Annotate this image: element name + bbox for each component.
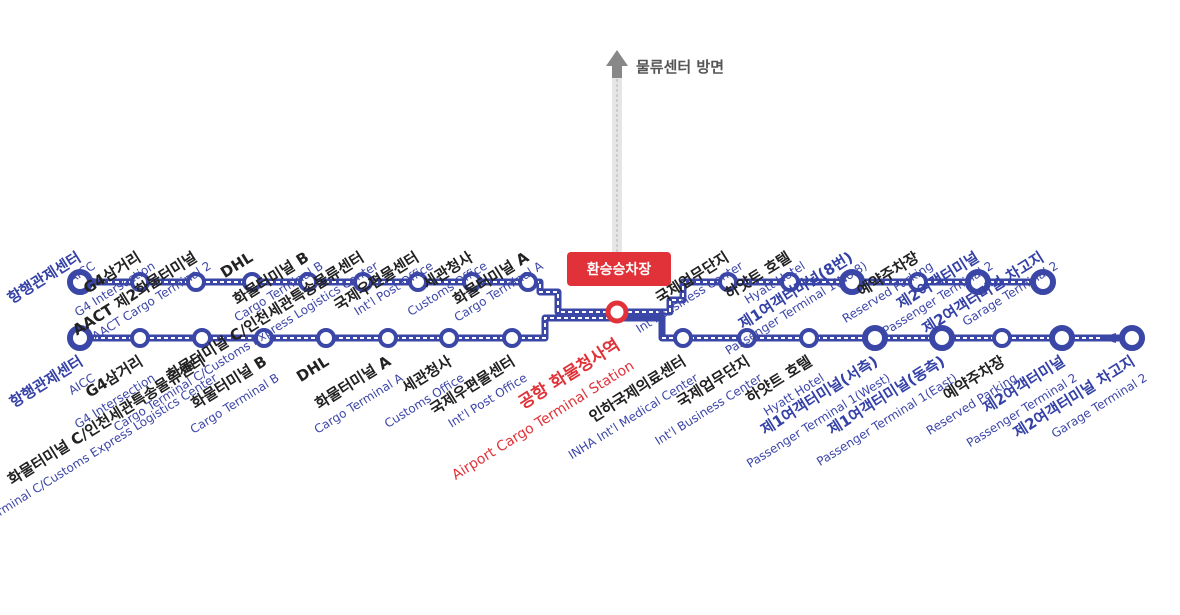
top-stop-marker[interactable] xyxy=(965,269,991,295)
arrow-up-icon xyxy=(606,50,628,78)
bottom-stop-15[interactable] xyxy=(1049,325,1075,351)
top-stop-marker[interactable] xyxy=(518,272,538,292)
bottom-stop-marker[interactable] xyxy=(67,325,93,351)
top-stop-11[interactable] xyxy=(839,269,865,295)
bottom-stop-marker[interactable] xyxy=(1049,325,1075,351)
bottom-stop-11[interactable] xyxy=(799,328,819,348)
bottom-stop-marker[interactable] xyxy=(605,300,629,324)
top-stop-9[interactable] xyxy=(718,272,738,292)
top-stop-marker[interactable] xyxy=(1030,269,1056,295)
bottom-stop-marker[interactable] xyxy=(799,328,819,348)
bottom-stop-0[interactable] xyxy=(67,325,93,351)
top-stop-0[interactable] xyxy=(67,269,93,295)
bottom-stop-10[interactable] xyxy=(737,328,757,348)
bottom-stop-marker[interactable] xyxy=(929,325,955,351)
top-route-line-east xyxy=(621,278,1045,316)
top-stop-3[interactable] xyxy=(242,272,262,292)
bottom-stop-marker[interactable] xyxy=(1119,325,1145,351)
bottom-stop-13[interactable] xyxy=(929,325,955,351)
bottom-stop-marker[interactable] xyxy=(378,328,398,348)
top-stop-2[interactable] xyxy=(186,272,206,292)
bottom-stop-5[interactable] xyxy=(378,328,398,348)
bottom-stop-marker[interactable] xyxy=(254,328,274,348)
top-stop-13[interactable] xyxy=(965,269,991,295)
top-stop-marker[interactable] xyxy=(186,272,206,292)
bottom-stop-4[interactable] xyxy=(316,328,336,348)
bottom-stop-marker[interactable] xyxy=(673,328,693,348)
top-stop-8[interactable] xyxy=(518,272,538,292)
direction-label: 물류센터 방면 xyxy=(636,58,724,76)
bottom-stop-marker[interactable] xyxy=(737,328,757,348)
bottom-stop-marker[interactable] xyxy=(502,328,522,348)
top-stop-7[interactable] xyxy=(462,272,482,292)
bottom-stop-marker[interactable] xyxy=(316,328,336,348)
top-stop-marker[interactable] xyxy=(908,272,928,292)
bottom-stop-14[interactable] xyxy=(992,328,1012,348)
bottom-stop-7[interactable] xyxy=(502,328,522,348)
top-stop-marker[interactable] xyxy=(718,272,738,292)
bottom-stop-marker[interactable] xyxy=(192,328,212,348)
top-stop-marker[interactable] xyxy=(839,269,865,295)
bottom-route-line xyxy=(80,314,613,342)
stops-layer xyxy=(67,269,1145,351)
top-stop-marker[interactable] xyxy=(67,269,93,295)
bottom-stop-label-4: DHL xyxy=(293,352,332,386)
transfer-platform-badge[interactable] xyxy=(567,252,671,286)
bottom-stop-9[interactable] xyxy=(673,328,693,348)
top-stop-4[interactable] xyxy=(298,272,318,292)
top-stop-10[interactable] xyxy=(780,272,800,292)
transfer-platform-label: 환승승차장 xyxy=(587,261,652,278)
bottom-stop-marker[interactable] xyxy=(992,328,1012,348)
top-stop-marker[interactable] xyxy=(242,272,262,292)
top-stop-marker[interactable] xyxy=(462,272,482,292)
stop-name-ko: DHL xyxy=(293,352,332,386)
bottom-stop-12[interactable] xyxy=(862,325,888,351)
bottom-stop-3[interactable] xyxy=(254,328,274,348)
top-stop-1[interactable] xyxy=(130,272,150,292)
top-stop-marker[interactable] xyxy=(298,272,318,292)
direction-indicator: 물류센터 방면 xyxy=(606,50,724,284)
top-stop-6[interactable] xyxy=(408,272,428,292)
bottom-stop-1[interactable] xyxy=(130,328,150,348)
bottom-stop-marker[interactable] xyxy=(439,328,459,348)
bottom-stop-marker[interactable] xyxy=(130,328,150,348)
direction-track xyxy=(612,72,622,284)
bottom-stop-marker[interactable] xyxy=(862,325,888,351)
top-stop-12[interactable] xyxy=(908,272,928,292)
bottom-stop-16[interactable] xyxy=(1119,325,1145,351)
bottom-stop-2[interactable] xyxy=(192,328,212,348)
transfer-platform[interactable]: 환승승차장 xyxy=(567,252,671,286)
bottom-stop-6[interactable] xyxy=(439,328,459,348)
top-stop-marker[interactable] xyxy=(780,272,800,292)
top-stop-5[interactable] xyxy=(353,272,373,292)
bottom-stop-8[interactable] xyxy=(605,300,629,324)
top-stop-marker[interactable] xyxy=(408,272,428,292)
top-stop-marker[interactable] xyxy=(130,272,150,292)
top-stop-marker[interactable] xyxy=(353,272,373,292)
top-stop-14[interactable] xyxy=(1030,269,1056,295)
